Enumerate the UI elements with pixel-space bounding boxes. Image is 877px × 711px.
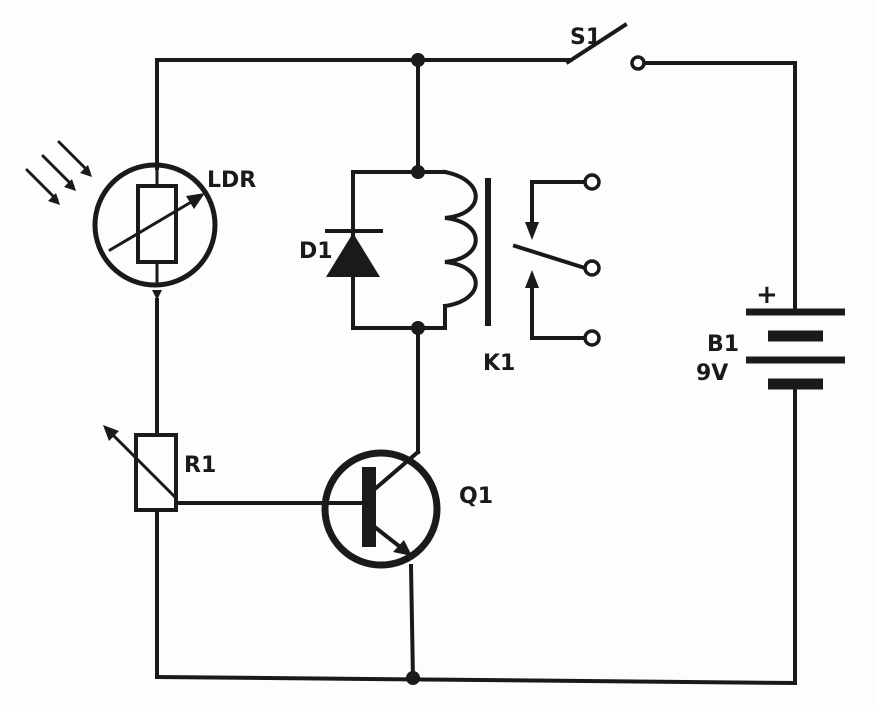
relay-label: K1 [483,351,515,376]
transistor-label: Q1 [459,484,493,509]
battery-voltage: 9V [696,361,728,386]
light-rays-icon [25,140,92,205]
battery-label: B1 [707,332,739,357]
ldr-label: LDR [207,168,256,193]
switch-icon [565,22,646,71]
switch-label: S1 [570,25,601,50]
diode-icon [325,229,383,277]
battery-polarity: + [756,280,778,310]
relay-contact-icon [512,173,601,347]
battery-icon [746,308,845,390]
junction-dot [406,671,420,685]
switch-terminal [630,55,646,71]
relay-coil-icon [416,169,491,330]
variable-resistor-icon [103,425,178,512]
diode-label: D1 [299,239,333,264]
wires [154,58,798,686]
center-wire-emitter [408,563,416,683]
junction-dot [411,53,425,67]
npn-transistor-icon [321,449,441,569]
bottom-wire [154,674,798,686]
trimmer-label: R1 [184,453,216,478]
junctions [406,53,425,685]
switch-lever [565,22,628,65]
ldr-icon [92,162,218,300]
